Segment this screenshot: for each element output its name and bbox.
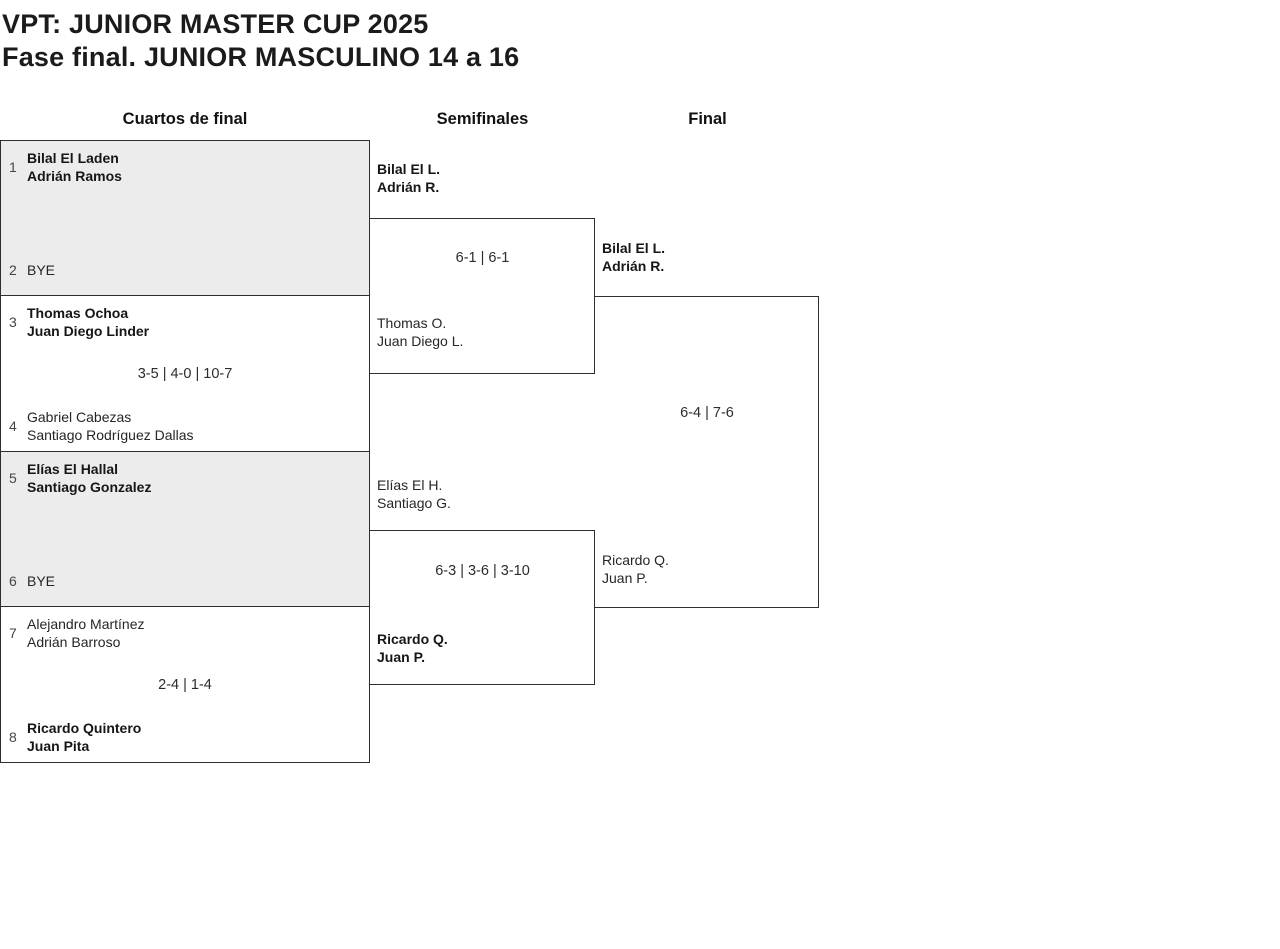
quarterfinal-match-4: 7 Alejandro Martínez Adrián Barroso 2-4 … [0,606,370,763]
player-name: Juan P. [377,649,425,665]
team-row: 8 Ricardo Quintero Juan Pita [1,719,141,755]
match-score: 2-4 | 1-4 [158,676,212,693]
player-name: Gabriel Cabezas [27,409,132,425]
team-row: 2 BYE [1,261,55,279]
team-name: Thomas Ochoa Juan Diego Linder [27,304,149,340]
team-name: Bilal El Laden Adrián Ramos [27,149,122,185]
player-name: Elías El H. [377,477,443,493]
seed-number: 1 [9,159,17,175]
page-subtitle: Fase final. JUNIOR MASCULINO 14 a 16 [2,42,520,72]
match-score: 6-4 | 7-6 [680,405,734,421]
round-header-cuartos-de-final: Cuartos de final [122,110,248,128]
team-name: Bilal El L. Adrián R. [377,160,440,196]
page-header: VPT: JUNIOR MASTER CUP 2025 Fase final. … [2,8,519,74]
player-name: Ricardo Q. [602,552,669,568]
round-header-semifinales: Semifinales [436,110,529,128]
final-match-box [595,296,819,608]
player-name: Ricardo Quintero [27,720,142,736]
quarterfinal-match-3: 5 Elías El Hallal Santiago Gonzalez 6 BY… [0,451,370,607]
player-name: Juan Diego Linder [27,323,150,339]
team-row: 1 Bilal El Laden Adrián Ramos [1,149,122,185]
player-name: Bilal El L. [377,161,441,177]
team-row: 4 Gabriel Cabezas Santiago Rodríguez Dal… [1,408,194,444]
team-name: BYE [27,261,55,279]
seed-number: 4 [9,418,17,434]
seed-number: 8 [9,729,17,745]
seed-number: 5 [9,470,17,486]
seed-number: 3 [9,314,17,330]
seed-number: 6 [9,573,17,589]
team-name: Gabriel Cabezas Santiago Rodríguez Dalla… [27,408,194,444]
player-name: Adrián R. [377,179,440,195]
seed-number: 7 [9,625,17,641]
team-name: Ricardo Q. Juan P. [602,551,669,587]
player-name: BYE [27,573,56,589]
team-name: BYE [27,572,55,590]
quarterfinal-match-1: 1 Bilal El Laden Adrián Ramos 2 BYE [0,140,370,296]
player-name: Juan Pita [27,738,90,754]
team-name: Bilal El L. Adrián R. [602,239,665,275]
player-name: Elías El Hallal [27,461,119,477]
player-name: Adrián Ramos [27,168,122,184]
team-name: Elías El Hallal Santiago Gonzalez [27,460,151,496]
player-name: Santiago G. [377,495,451,511]
page-title: VPT: JUNIOR MASTER CUP 2025 [2,9,429,39]
player-name: Thomas O. [377,315,447,331]
player-name: Alejandro Martínez [27,616,145,632]
player-name: Adrián Barroso [27,634,121,650]
player-name: Juan Diego L. [377,333,464,349]
team-name: Elías El H. Santiago G. [377,476,451,512]
player-name: Ricardo Q. [377,631,448,647]
round-header-final: Final [688,110,727,128]
semifinal-1-match-box [370,218,595,374]
player-name: Thomas Ochoa [27,305,129,321]
match-score: 6-1 | 6-1 [455,250,510,266]
team-row: 5 Elías El Hallal Santiago Gonzalez [1,460,151,496]
match-score: 3-5 | 4-0 | 10-7 [137,365,233,382]
team-row: 3 Thomas Ochoa Juan Diego Linder [1,304,149,340]
team-name: Ricardo Q. Juan P. [377,630,448,666]
semifinal-2-match-box [370,530,595,685]
player-name: Bilal El Laden [27,150,119,166]
team-name: Alejandro Martínez Adrián Barroso [27,615,145,651]
team-row: 7 Alejandro Martínez Adrián Barroso [1,615,145,651]
player-name: Adrián R. [602,258,665,274]
player-name: BYE [27,262,56,278]
team-row: 6 BYE [1,572,55,590]
match-score: 6-3 | 3-6 | 3-10 [435,563,530,579]
player-name: Juan P. [602,570,648,586]
player-name: Bilal El L. [602,240,666,256]
quarterfinal-match-2: 3 Thomas Ochoa Juan Diego Linder 3-5 | 4… [0,295,370,452]
team-name: Thomas O. Juan Diego L. [377,314,463,350]
seed-number: 2 [9,262,17,278]
player-name: Santiago Rodríguez Dallas [27,427,194,443]
team-name: Ricardo Quintero Juan Pita [27,719,141,755]
player-name: Santiago Gonzalez [27,479,152,495]
